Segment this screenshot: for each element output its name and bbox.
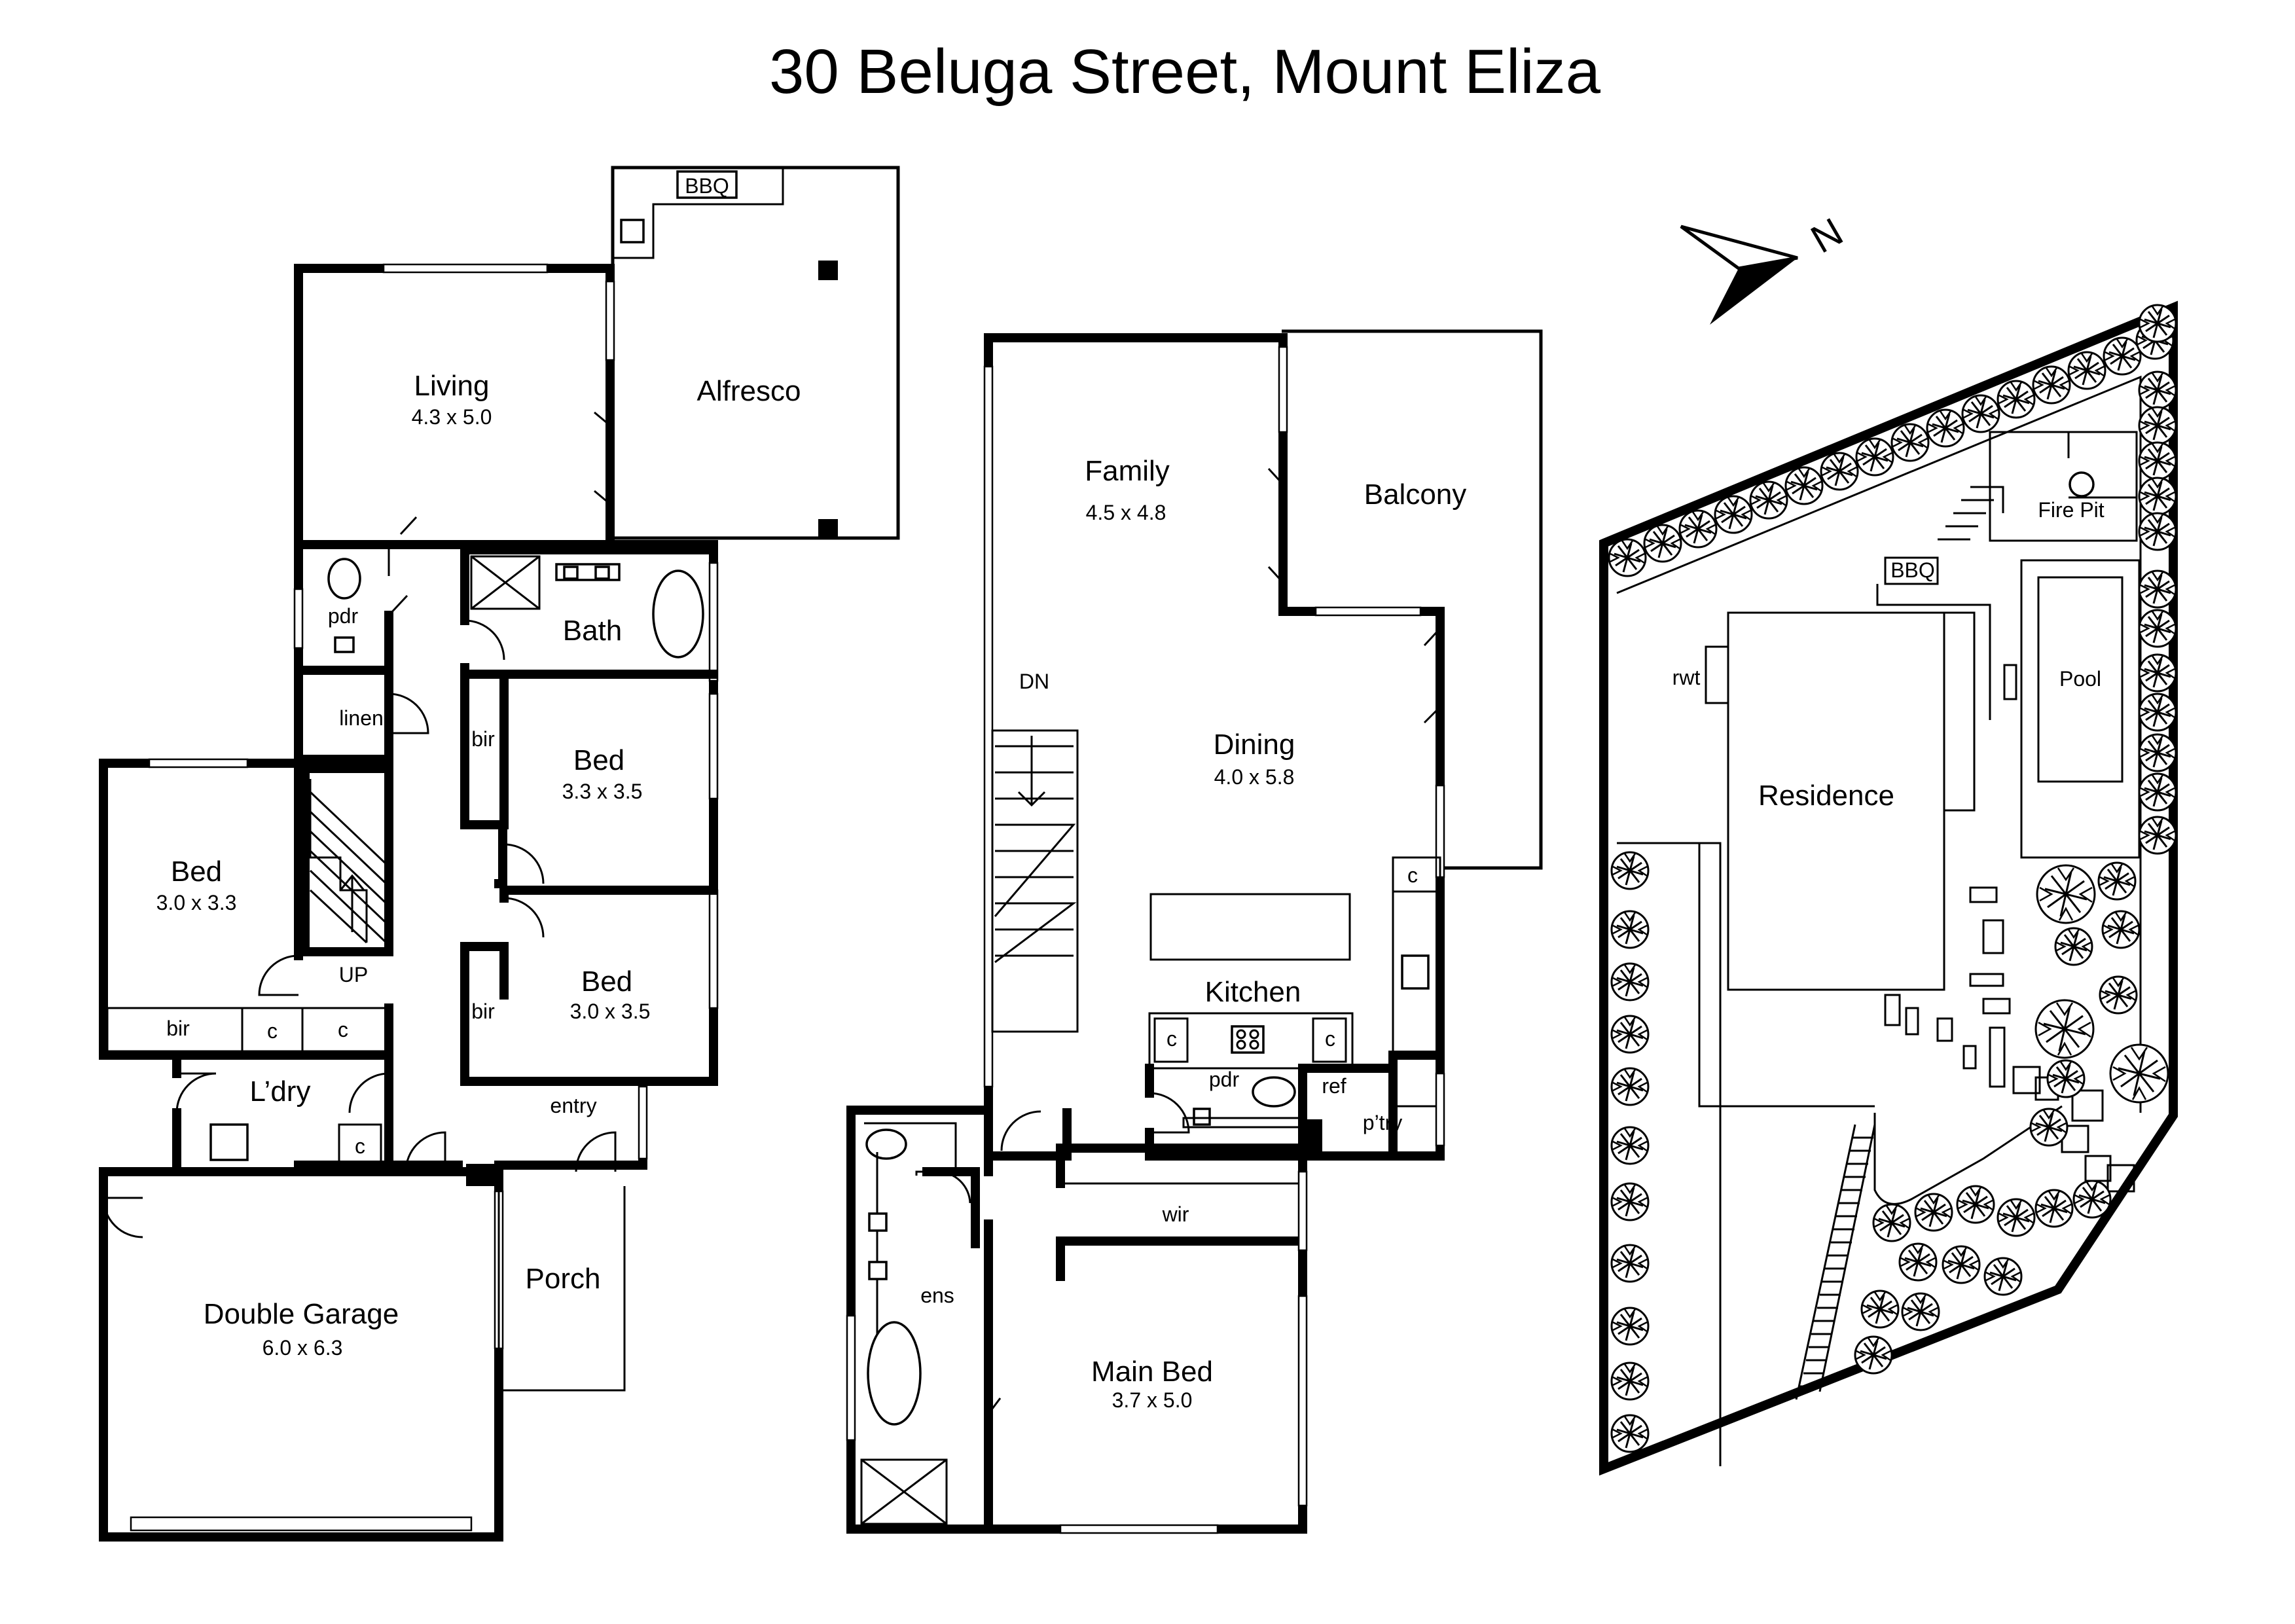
linen-label: linen — [339, 706, 384, 730]
first-floor-plan: Balcony Family 4.5 x 4.8 Dining 4.0 x 5.… — [846, 329, 1543, 1534]
ens-label: ens — [920, 1284, 954, 1307]
page-title: 30 Beluga Street, Mount Eliza — [769, 37, 1601, 107]
garage-dims: 6.0 x 6.3 — [262, 1336, 343, 1360]
dining-label: Dining — [1214, 729, 1295, 761]
family-dims: 4.5 x 4.8 — [1086, 501, 1166, 524]
fire-pit-label: Fire Pit — [2038, 498, 2104, 522]
bed2-bir-label: bir — [471, 727, 495, 751]
pantry-label: p’try — [1363, 1111, 1402, 1134]
site-bbq-label: BBQ — [1890, 558, 1935, 582]
porch-label: Porch — [526, 1263, 601, 1295]
balcony-label: Balcony — [1364, 478, 1467, 511]
north-label: N — [1803, 209, 1850, 262]
main-bed-dims: 3.7 x 5.0 — [1112, 1388, 1193, 1412]
kitchen-c2-label: c — [1325, 1027, 1335, 1051]
ground-floor-plan: BBQ pdr linen — [99, 166, 900, 1542]
alfresco-label: Alfresco — [697, 375, 801, 407]
laundry-label: L’dry — [250, 1075, 311, 1108]
kitchen-c1-label: c — [1166, 1027, 1177, 1051]
site-plan: Fire Pit BBQ Pool Residence rwt — [1599, 300, 2178, 1476]
bed3-dims: 3.0 x 3.5 — [570, 1000, 651, 1023]
rwt-label: rwt — [1672, 666, 1701, 689]
bed2-dims: 3.3 x 3.5 — [562, 780, 643, 803]
bed3-bir-label: bir — [471, 1000, 495, 1023]
bed4-label: Bed — [171, 856, 222, 888]
stair-dn-label: DN — [1019, 670, 1049, 693]
living-dims: 4.3 x 5.0 — [412, 405, 492, 429]
first-pdr-label: pdr — [1209, 1068, 1240, 1091]
pdr-label: pdr — [328, 604, 359, 628]
dining-dims: 4.0 x 5.8 — [1214, 765, 1295, 789]
bed4-c1-label: c — [267, 1019, 278, 1043]
garage-label: Double Garage — [204, 1298, 399, 1330]
stepping-path — [1795, 1124, 1876, 1400]
bed4-c2-label: c — [338, 1018, 348, 1041]
family-label: Family — [1085, 455, 1170, 487]
north-compass: N — [1680, 209, 1850, 325]
pool-label: Pool — [2059, 667, 2101, 691]
kitchen-label: Kitchen — [1205, 976, 1301, 1008]
bed3-label: Bed — [581, 965, 632, 998]
entry-label: entry — [550, 1094, 596, 1117]
garden-trees — [1854, 861, 2169, 1375]
wir-label: wir — [1162, 1202, 1189, 1226]
bath-label: Bath — [563, 615, 623, 647]
laundry-c-label: c — [355, 1134, 365, 1158]
kitchen-c3-label: c — [1407, 863, 1418, 887]
residence-label: Residence — [1758, 780, 1894, 812]
living-label: Living — [414, 370, 490, 402]
bed2-label: Bed — [573, 744, 624, 776]
ref-label: ref — [1322, 1074, 1346, 1098]
stair-up-label: UP — [339, 963, 368, 986]
bed4-dims: 3.0 x 3.3 — [156, 891, 237, 914]
bed4-bir-label: bir — [166, 1017, 190, 1040]
alfresco-bbq-label: BBQ — [685, 174, 729, 198]
hedge-left — [1610, 851, 1650, 1453]
main-bed-label: Main Bed — [1091, 1356, 1213, 1388]
